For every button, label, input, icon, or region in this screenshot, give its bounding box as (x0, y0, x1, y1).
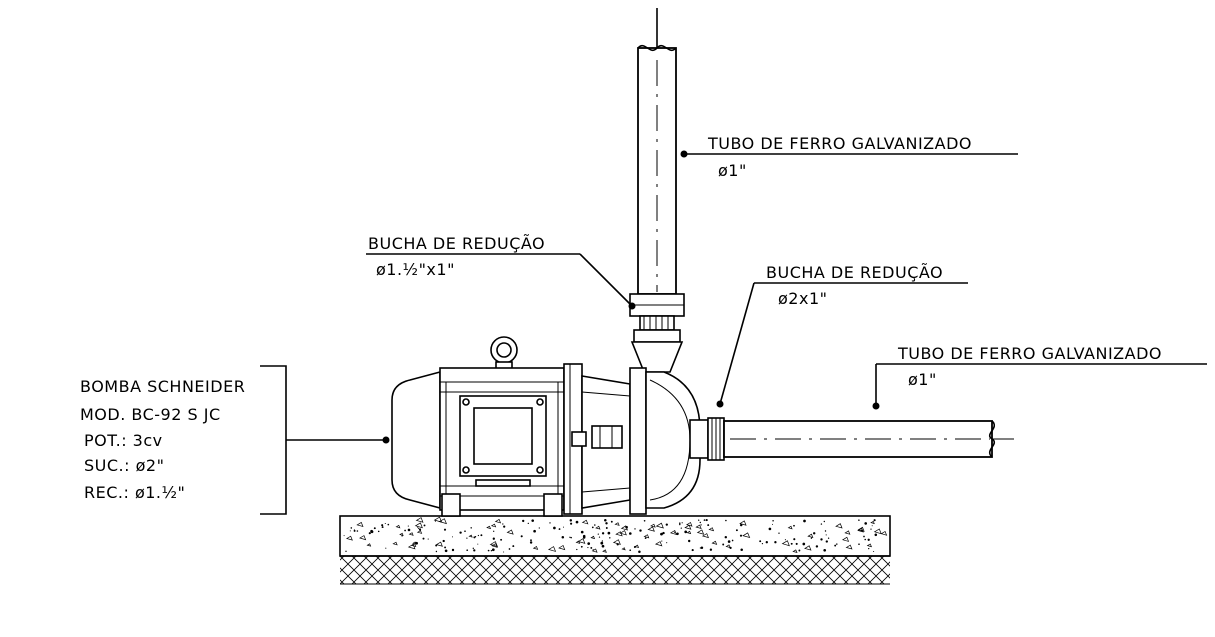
label-horizontal-pipe-title: TUBO DE FERRO GALVANIZADO (897, 344, 1162, 363)
label-pump-line3: POT.: 3cv (84, 431, 163, 450)
label-pump-line2: MOD. BC-92 S JC (80, 405, 221, 424)
electric-motor (391, 336, 631, 517)
leader-vertical-pipe (680, 150, 1018, 158)
leader-reducer-right (716, 282, 968, 408)
vertical-reducer-bushing (629, 293, 685, 373)
pump-casing (629, 367, 725, 515)
label-reducer-left-spec: ø1.½"x1" (376, 260, 455, 279)
label-reducer-right-title: BUCHA DE REDUÇÃO (766, 263, 943, 282)
label-pump-line4: SUC.: ø2" (84, 456, 164, 475)
leader-horizontal-pipe (872, 363, 1207, 410)
label-vertical-pipe-spec: ø1" (718, 161, 747, 180)
label-reducer-left-title: BUCHA DE REDUÇÃO (368, 234, 545, 253)
concrete-base (339, 515, 891, 557)
label-pump-line5: REC.: ø1.½" (84, 483, 185, 502)
leader-reducer-left (366, 253, 636, 310)
soil-hatch (340, 555, 890, 585)
label-reducer-right-spec: ø2x1" (778, 289, 827, 308)
label-horizontal-pipe-spec: ø1" (908, 370, 937, 389)
label-vertical-pipe-title: TUBO DE FERRO GALVANIZADO (707, 134, 972, 153)
label-pump-line1: BOMBA SCHNEIDER (80, 377, 245, 396)
leader-pump (260, 365, 390, 515)
vertical-pipe (637, 8, 677, 295)
horizontal-pipe (723, 420, 1014, 458)
